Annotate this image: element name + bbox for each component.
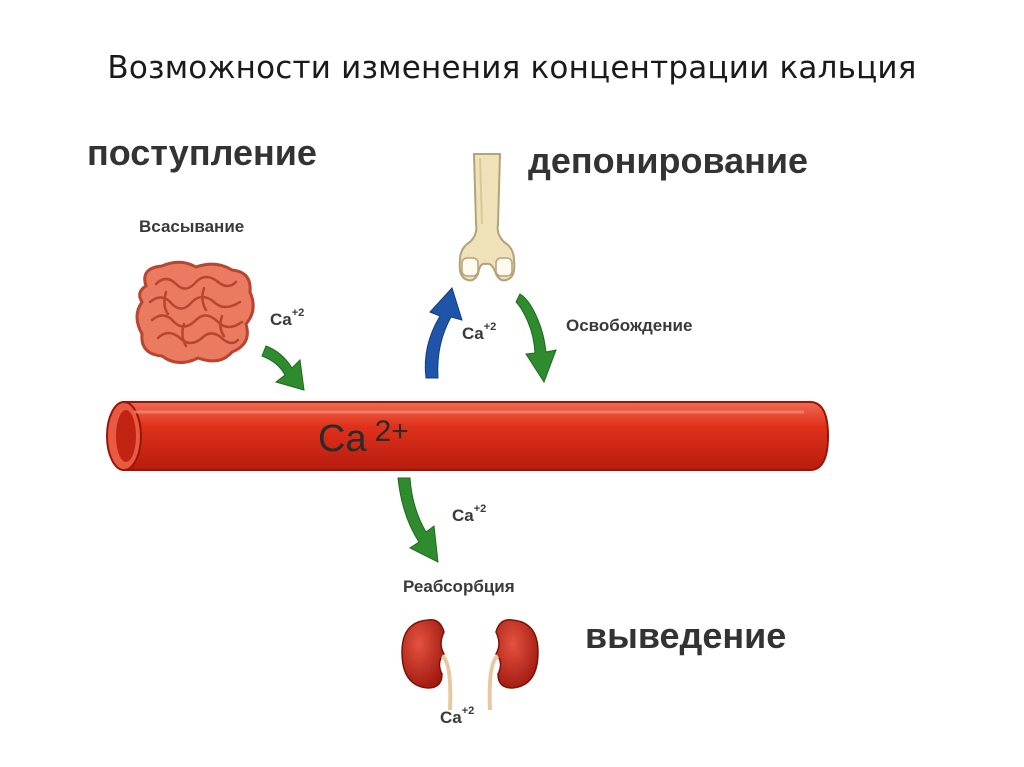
- label-reabsorption: Реабсорбция: [403, 577, 515, 596]
- label-absorption: Всасывание: [139, 217, 245, 236]
- vessel-ion-charge: 2+: [374, 415, 409, 448]
- deposition-arrow-icon: [424, 287, 463, 379]
- heading-deposition: депонирование: [528, 140, 809, 181]
- kidney-icon: [401, 619, 539, 711]
- bone-icon: [458, 153, 516, 282]
- vessel-ion-symbol: Ca: [318, 418, 367, 460]
- blood-vessel: [106, 401, 830, 471]
- heading-excretion: выведение: [585, 615, 787, 656]
- slide-title: Возможности изменения концентрации кальц…: [107, 50, 917, 86]
- intestine-icon: [135, 260, 255, 364]
- heading-intake: поступление: [87, 132, 317, 173]
- ion-kidney: Ca+2: [440, 705, 475, 727]
- ion-excretion: Ca+2: [452, 503, 487, 525]
- excretion-arrow-icon: [397, 477, 439, 563]
- absorption-arrow-icon: [261, 345, 305, 391]
- label-release: Освобождение: [566, 316, 693, 335]
- ion-absorption: Ca+2: [270, 307, 305, 329]
- release-arrow-icon: [515, 293, 557, 384]
- ion-deposition: Ca+2: [462, 321, 497, 343]
